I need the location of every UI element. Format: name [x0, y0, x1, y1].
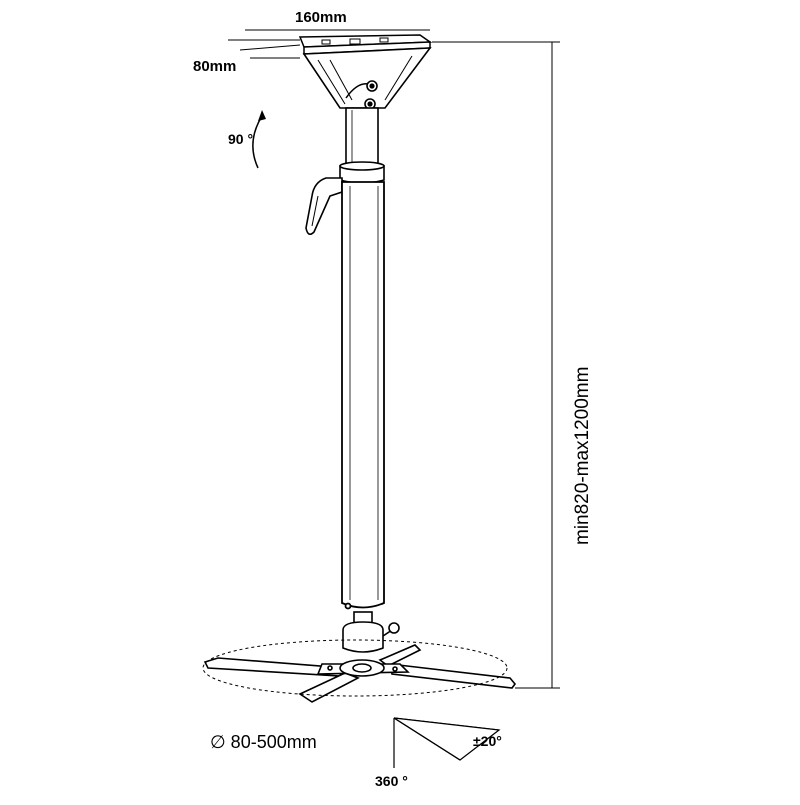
plate-depth-label: 80mm	[193, 58, 236, 75]
height-dimension-line	[432, 41, 560, 689]
tilt-swivel-diagram	[393, 717, 501, 768]
upper-tube	[345, 107, 379, 167]
tilt-angle-label: 90 °	[228, 131, 253, 147]
spider-base	[203, 644, 517, 703]
diameter-label: ∅ 80-500mm	[210, 732, 317, 752]
main-tube	[341, 181, 385, 610]
ball-joint	[342, 611, 400, 653]
tilt-arc-arrow	[252, 110, 266, 169]
plate-dimension-lines	[228, 29, 430, 59]
height-lock-collar	[339, 161, 385, 184]
rotation-range-ellipse	[202, 639, 508, 697]
tilt-bracket	[302, 47, 432, 110]
height-range-label: min820-max1200mm	[572, 367, 593, 545]
ceiling-plate	[298, 34, 433, 55]
tilt-pm-label: ±20°	[473, 733, 502, 749]
plate-width-label: 160mm	[295, 9, 347, 26]
locking-lever	[305, 177, 343, 236]
swivel-label: 360 °	[375, 773, 408, 789]
